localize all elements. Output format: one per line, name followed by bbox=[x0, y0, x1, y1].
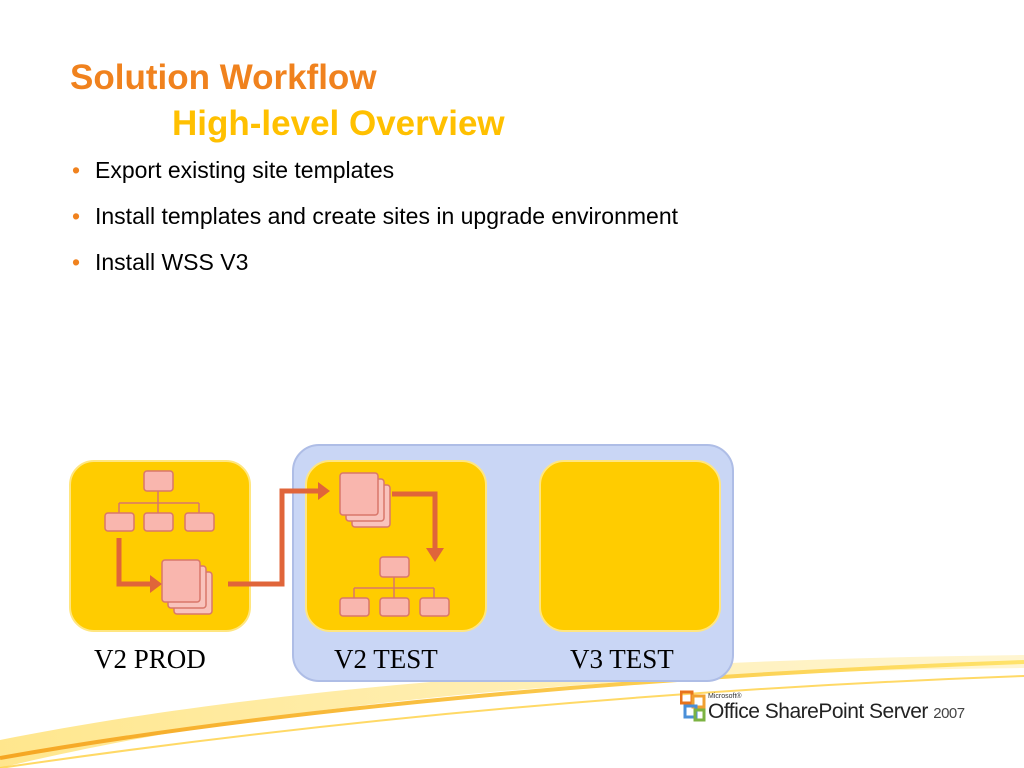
v3-test-box bbox=[539, 460, 721, 632]
product-name-text: Office SharePoint Server bbox=[708, 700, 928, 723]
bullet-icon: • bbox=[72, 249, 81, 275]
bullet-text: Export existing site templates bbox=[95, 157, 395, 183]
arrow-head-icon bbox=[318, 482, 330, 500]
product-name: Office SharePoint Server 2007 bbox=[708, 700, 965, 724]
slide-subtitle: High-level Overview bbox=[172, 104, 505, 143]
bullet-icon: • bbox=[72, 203, 81, 229]
swoosh-decoration bbox=[0, 675, 1024, 768]
template-pages-icon bbox=[339, 472, 391, 528]
transfer-arrow bbox=[228, 488, 318, 587]
microsoft-label: Microsoft® bbox=[708, 693, 742, 700]
arrow-head-icon bbox=[426, 548, 444, 562]
bullet-text: Install templates and create sites in up… bbox=[95, 203, 678, 229]
template-pages-icon bbox=[161, 559, 213, 615]
arrow-head-icon bbox=[150, 575, 162, 593]
export-arrow bbox=[116, 538, 150, 587]
bullet-text: Install WSS V3 bbox=[95, 249, 249, 275]
bullet-item: • Install templates and create sites in u… bbox=[72, 200, 678, 246]
swoosh-decoration bbox=[0, 660, 1024, 760]
product-year: 2007 bbox=[933, 705, 965, 722]
bullet-list: • Export existing site templates • Install… bbox=[72, 154, 678, 292]
site-hierarchy-icon bbox=[339, 556, 450, 617]
bullet-icon: • bbox=[72, 157, 81, 183]
site-hierarchy-icon bbox=[104, 470, 215, 532]
bullet-item: • Install WSS V3 bbox=[72, 246, 678, 292]
bullet-item: • Export existing site templates bbox=[72, 154, 678, 200]
create-sites-arrow bbox=[392, 491, 438, 548]
slide-title: Solution Workflow bbox=[70, 58, 377, 97]
v2-test-label: V2 TEST bbox=[334, 644, 438, 674]
office-logo-icon bbox=[680, 690, 706, 722]
v3-test-label: V3 TEST bbox=[570, 644, 674, 674]
v2-prod-label: V2 PROD bbox=[94, 644, 206, 674]
